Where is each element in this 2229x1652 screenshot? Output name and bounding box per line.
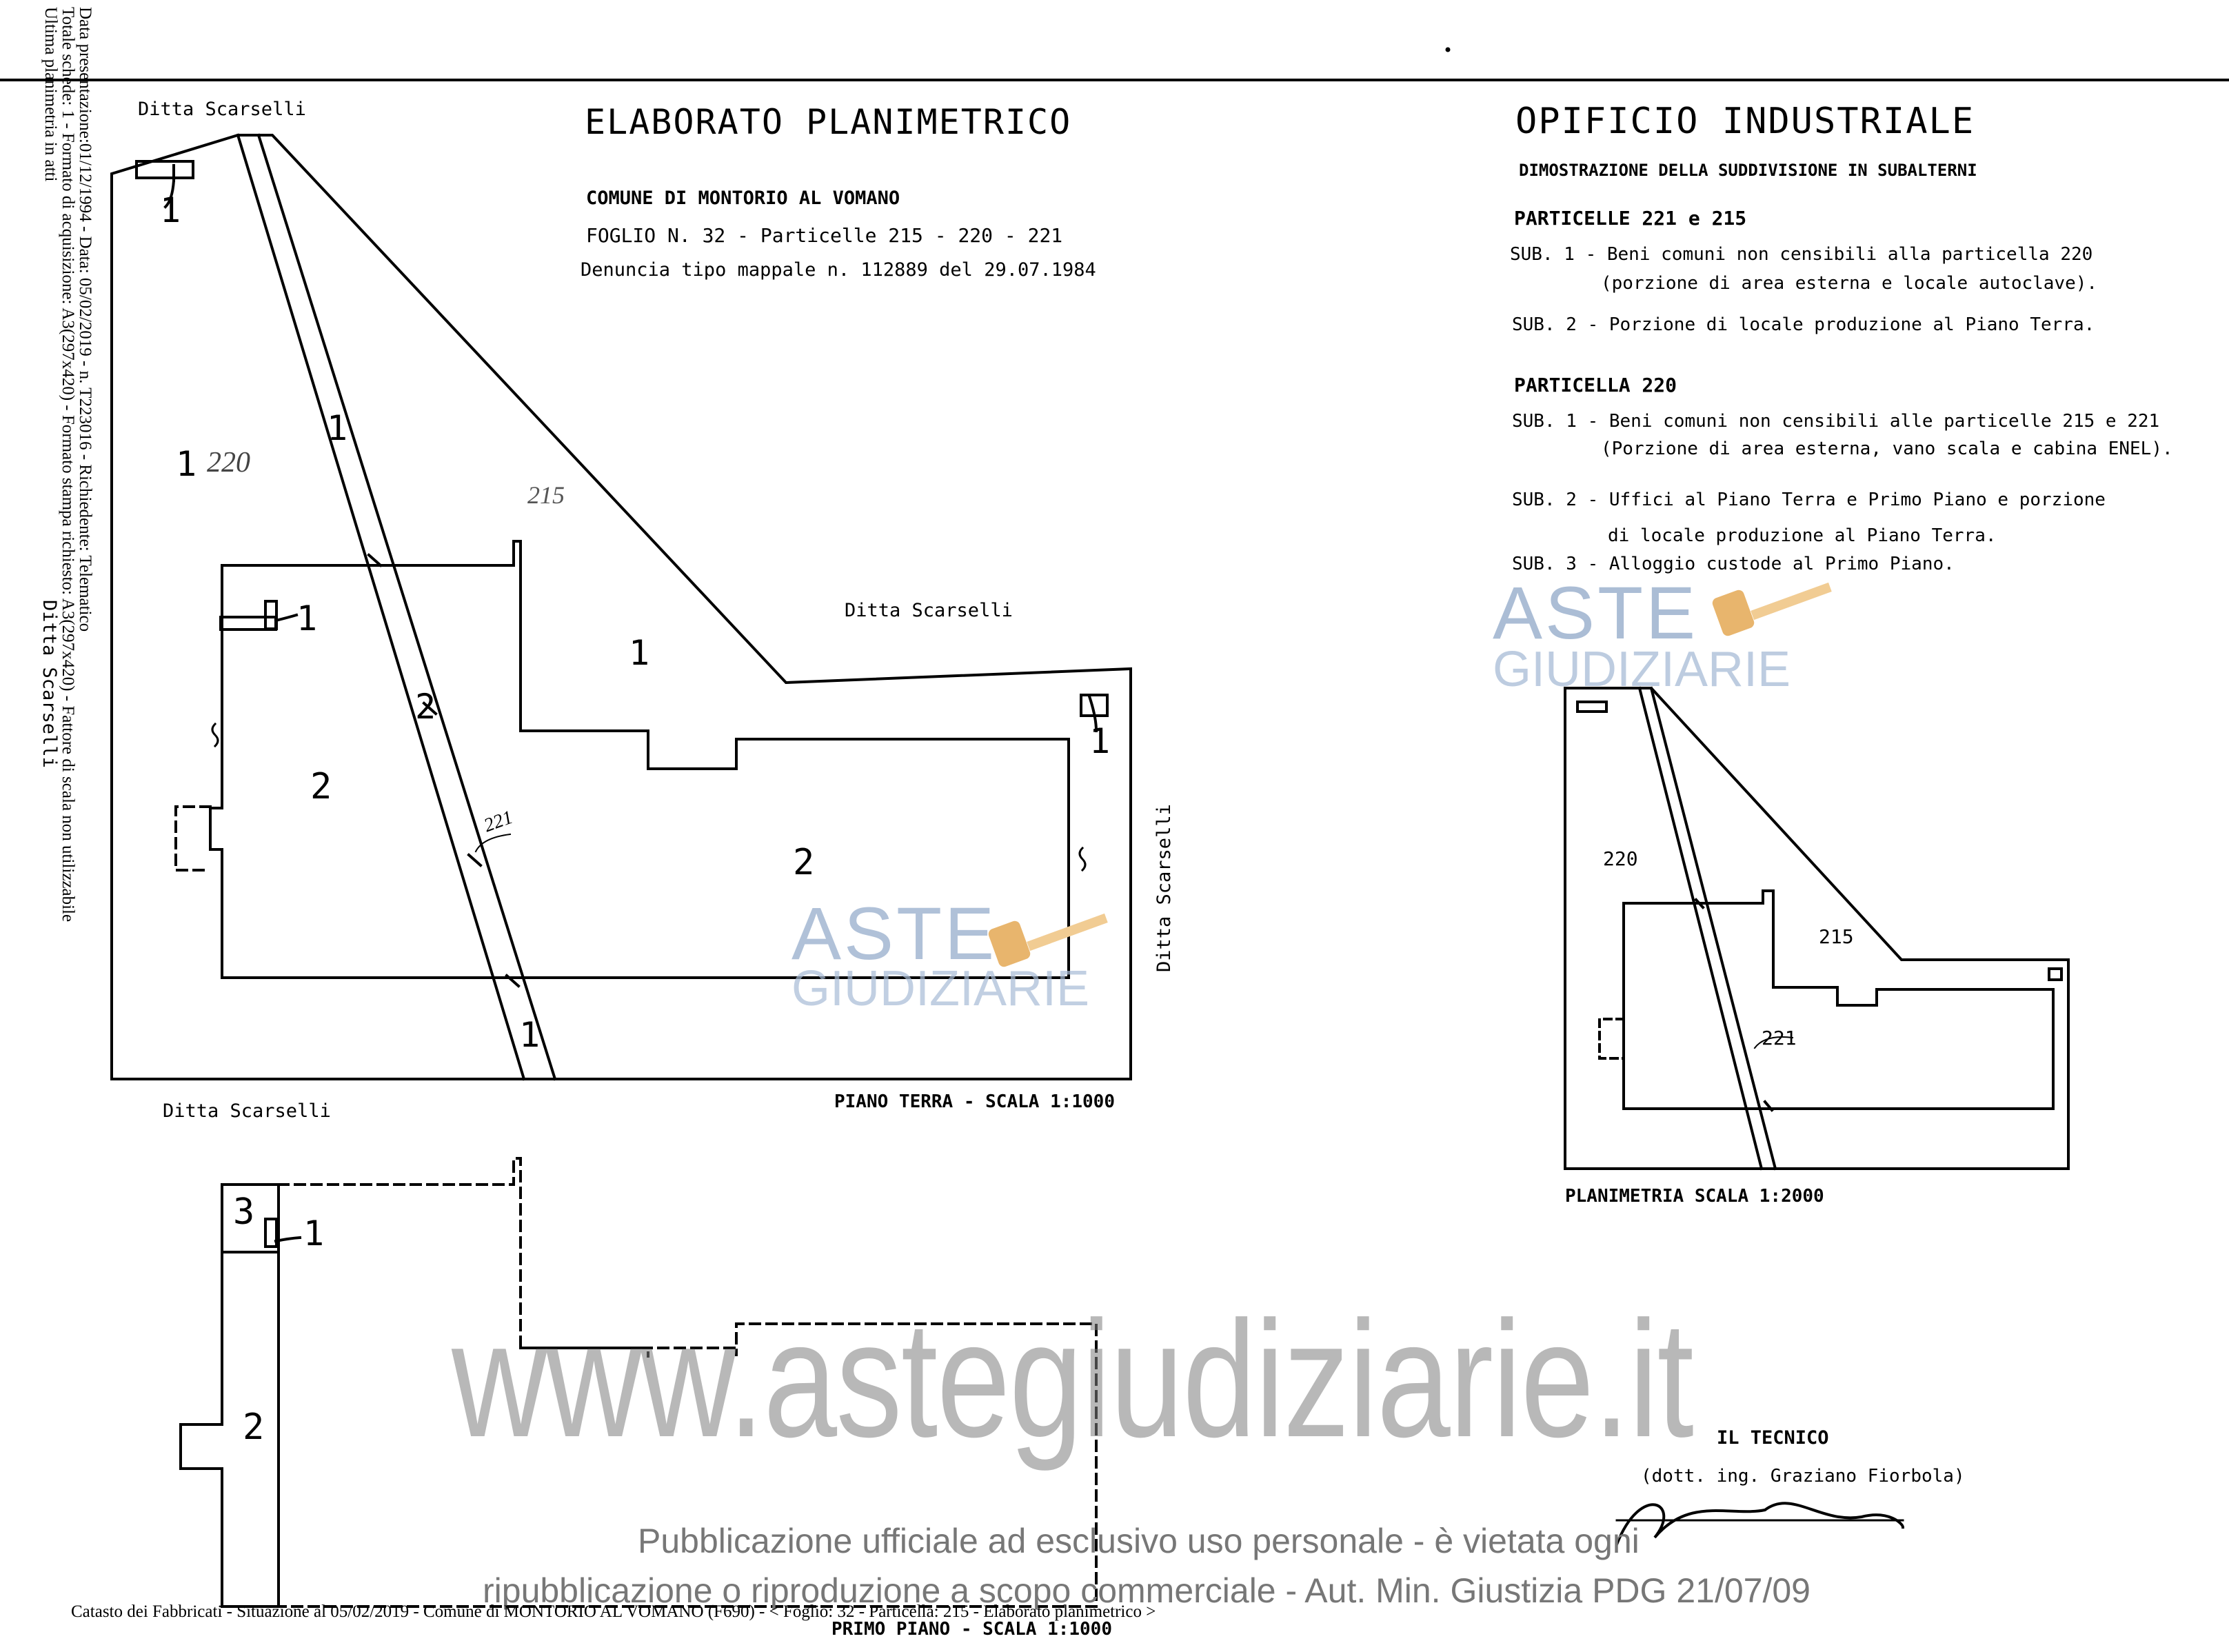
footer-catasto: Catasto dei Fabbricati - Situazione al 0… xyxy=(71,1602,1156,1621)
label-first-floor-1: 1 xyxy=(303,1213,325,1253)
denuncia-line: Denuncia tipo mappale n. 112889 del 29.0… xyxy=(581,259,1096,281)
margin-note-2: Totale schede: 1 - Formato di acquisizio… xyxy=(59,7,77,923)
section2-sub1-line2: (Porzione di area esterna, vano scala e … xyxy=(1601,439,2173,459)
room-2-outline xyxy=(179,1183,280,1608)
neighbor-bottom: Ditta Scarselli xyxy=(163,1100,331,1122)
label-room-2-first: 2 xyxy=(243,1407,265,1448)
label-corner-1: 1 xyxy=(1089,721,1111,761)
margin-note-3: Ultima planimetria in atti xyxy=(41,7,60,182)
site-scale-caption: PLANIMETRIA SCALA 1:2000 xyxy=(1565,1186,1824,1207)
section2-sub2-line2: di locale produzione al Piano Terra. xyxy=(1608,525,1997,546)
opificio-title: OPIFICIO INDUSTRIALE xyxy=(1515,101,1975,142)
label-handwritten-215: 215 xyxy=(527,481,565,509)
watermark-logo-mid-line1: ASTE xyxy=(791,892,998,975)
label-area-left: 1 xyxy=(176,444,197,484)
annex-dashed xyxy=(174,805,212,872)
watermark-logo-top-line2: GIUDIZIARIE xyxy=(1493,642,1791,697)
section2-sub1-line1: SUB. 1 - Beni comuni non censibili alle … xyxy=(1512,411,2160,432)
watermark-logo-mid-line2: GIUDIZIARIE xyxy=(791,961,1090,1016)
stair-box-inner xyxy=(264,600,278,630)
label-room-2-right: 2 xyxy=(793,842,815,883)
ground-floor-plan-lines xyxy=(110,133,1132,1081)
neighbor-center: Ditta Scarselli xyxy=(845,600,1013,621)
elaborato-title: ELABORATO PLANIMETRICO xyxy=(585,102,1072,142)
top-left-box xyxy=(135,160,194,179)
site-outer xyxy=(1564,687,2070,1170)
label-strip-1-top: 1 xyxy=(327,408,348,448)
label-strip-1-bottom: 1 xyxy=(519,1015,541,1055)
neighbor-top-left: Ditta Scarselli xyxy=(138,99,306,120)
site-label-220: 220 xyxy=(1603,847,1638,870)
section1-sub2: SUB. 2 - Porzione di locale produzione a… xyxy=(1512,314,2095,335)
margin-note-1: Data presentazione:01/12/1994 - Data: 05… xyxy=(76,7,94,632)
site-label-215: 215 xyxy=(1819,925,1854,948)
watermark-site-url: www.astegiudiziarie.it xyxy=(452,1287,1694,1471)
strip-line-b xyxy=(256,133,557,1081)
neighbor-left: Ditta Scarselli xyxy=(39,600,60,768)
watermark-notice-line2: ripubblicazione o riproduzione a scopo c… xyxy=(483,1571,1811,1610)
building-outline xyxy=(209,540,1070,979)
ground-scale-caption: PIANO TERRA - SCALA 1:1000 xyxy=(834,1091,1115,1112)
section2-sub2-line1: SUB. 2 - Uffici al Piano Terra e Primo P… xyxy=(1512,490,2106,510)
watermark-logo-top-line1: ASTE xyxy=(1493,571,1699,654)
label-room-2-left: 2 xyxy=(310,766,332,807)
label-room-3: 3 xyxy=(233,1191,255,1233)
signature-name: (dott. ing. Graziano Fiorbola) xyxy=(1641,1466,1965,1487)
foglio-line: FOGLIO N. 32 - Particelle 215 - 220 - 22… xyxy=(586,224,1063,247)
label-area-left-handwritten: 220 xyxy=(207,447,250,479)
ground-footprint-dashed xyxy=(277,1157,1098,1608)
gavel-logo-top xyxy=(1712,582,1832,636)
comune-line: COMUNE DI MONTORIO AL VOMANO xyxy=(586,188,900,209)
strip-line-a xyxy=(236,133,526,1081)
section2-sub3: SUB. 3 - Alloggio custode al Primo Piano… xyxy=(1512,554,1955,574)
section2-title: PARTICELLA 220 xyxy=(1514,374,1677,396)
section1-sub1-line2: (porzione di area esterna e locale autoc… xyxy=(1601,273,2098,294)
label-strip-2: 2 xyxy=(415,687,436,727)
site-building xyxy=(1622,889,2055,1110)
site-label-221: 221 xyxy=(1762,1027,1797,1049)
watermark-notice-line1: Pubblicazione ufficiale ad esclusivo uso… xyxy=(638,1522,1640,1560)
label-stair-1: 1 xyxy=(296,598,318,638)
section1-sub1-line1: SUB. 1 - Beni comuni non censibili alla … xyxy=(1510,244,2093,265)
neighbor-right: Ditta Scarselli xyxy=(1153,804,1175,972)
ground-outer-boundary xyxy=(110,134,1132,1080)
site-plan-lines xyxy=(1564,686,2070,1171)
label-area-1-center: 1 xyxy=(629,633,650,673)
gavel-logo-mid xyxy=(988,913,1108,967)
first-floor-scale-caption: PRIMO PIANO - SCALA 1:1000 xyxy=(831,1619,1112,1640)
dimostrazione-line: DIMOSTRAZIONE DELLA SUDDIVISIONE IN SUBA… xyxy=(1519,161,1977,180)
signature-scribble xyxy=(1615,1502,1905,1547)
signature-role: IL TECNICO xyxy=(1717,1427,1829,1449)
label-top-left-sub: 1 xyxy=(160,190,181,230)
first-floor-plan-lines xyxy=(179,1157,1098,1608)
section1-title: PARTICELLE 221 e 215 xyxy=(1514,207,1747,230)
